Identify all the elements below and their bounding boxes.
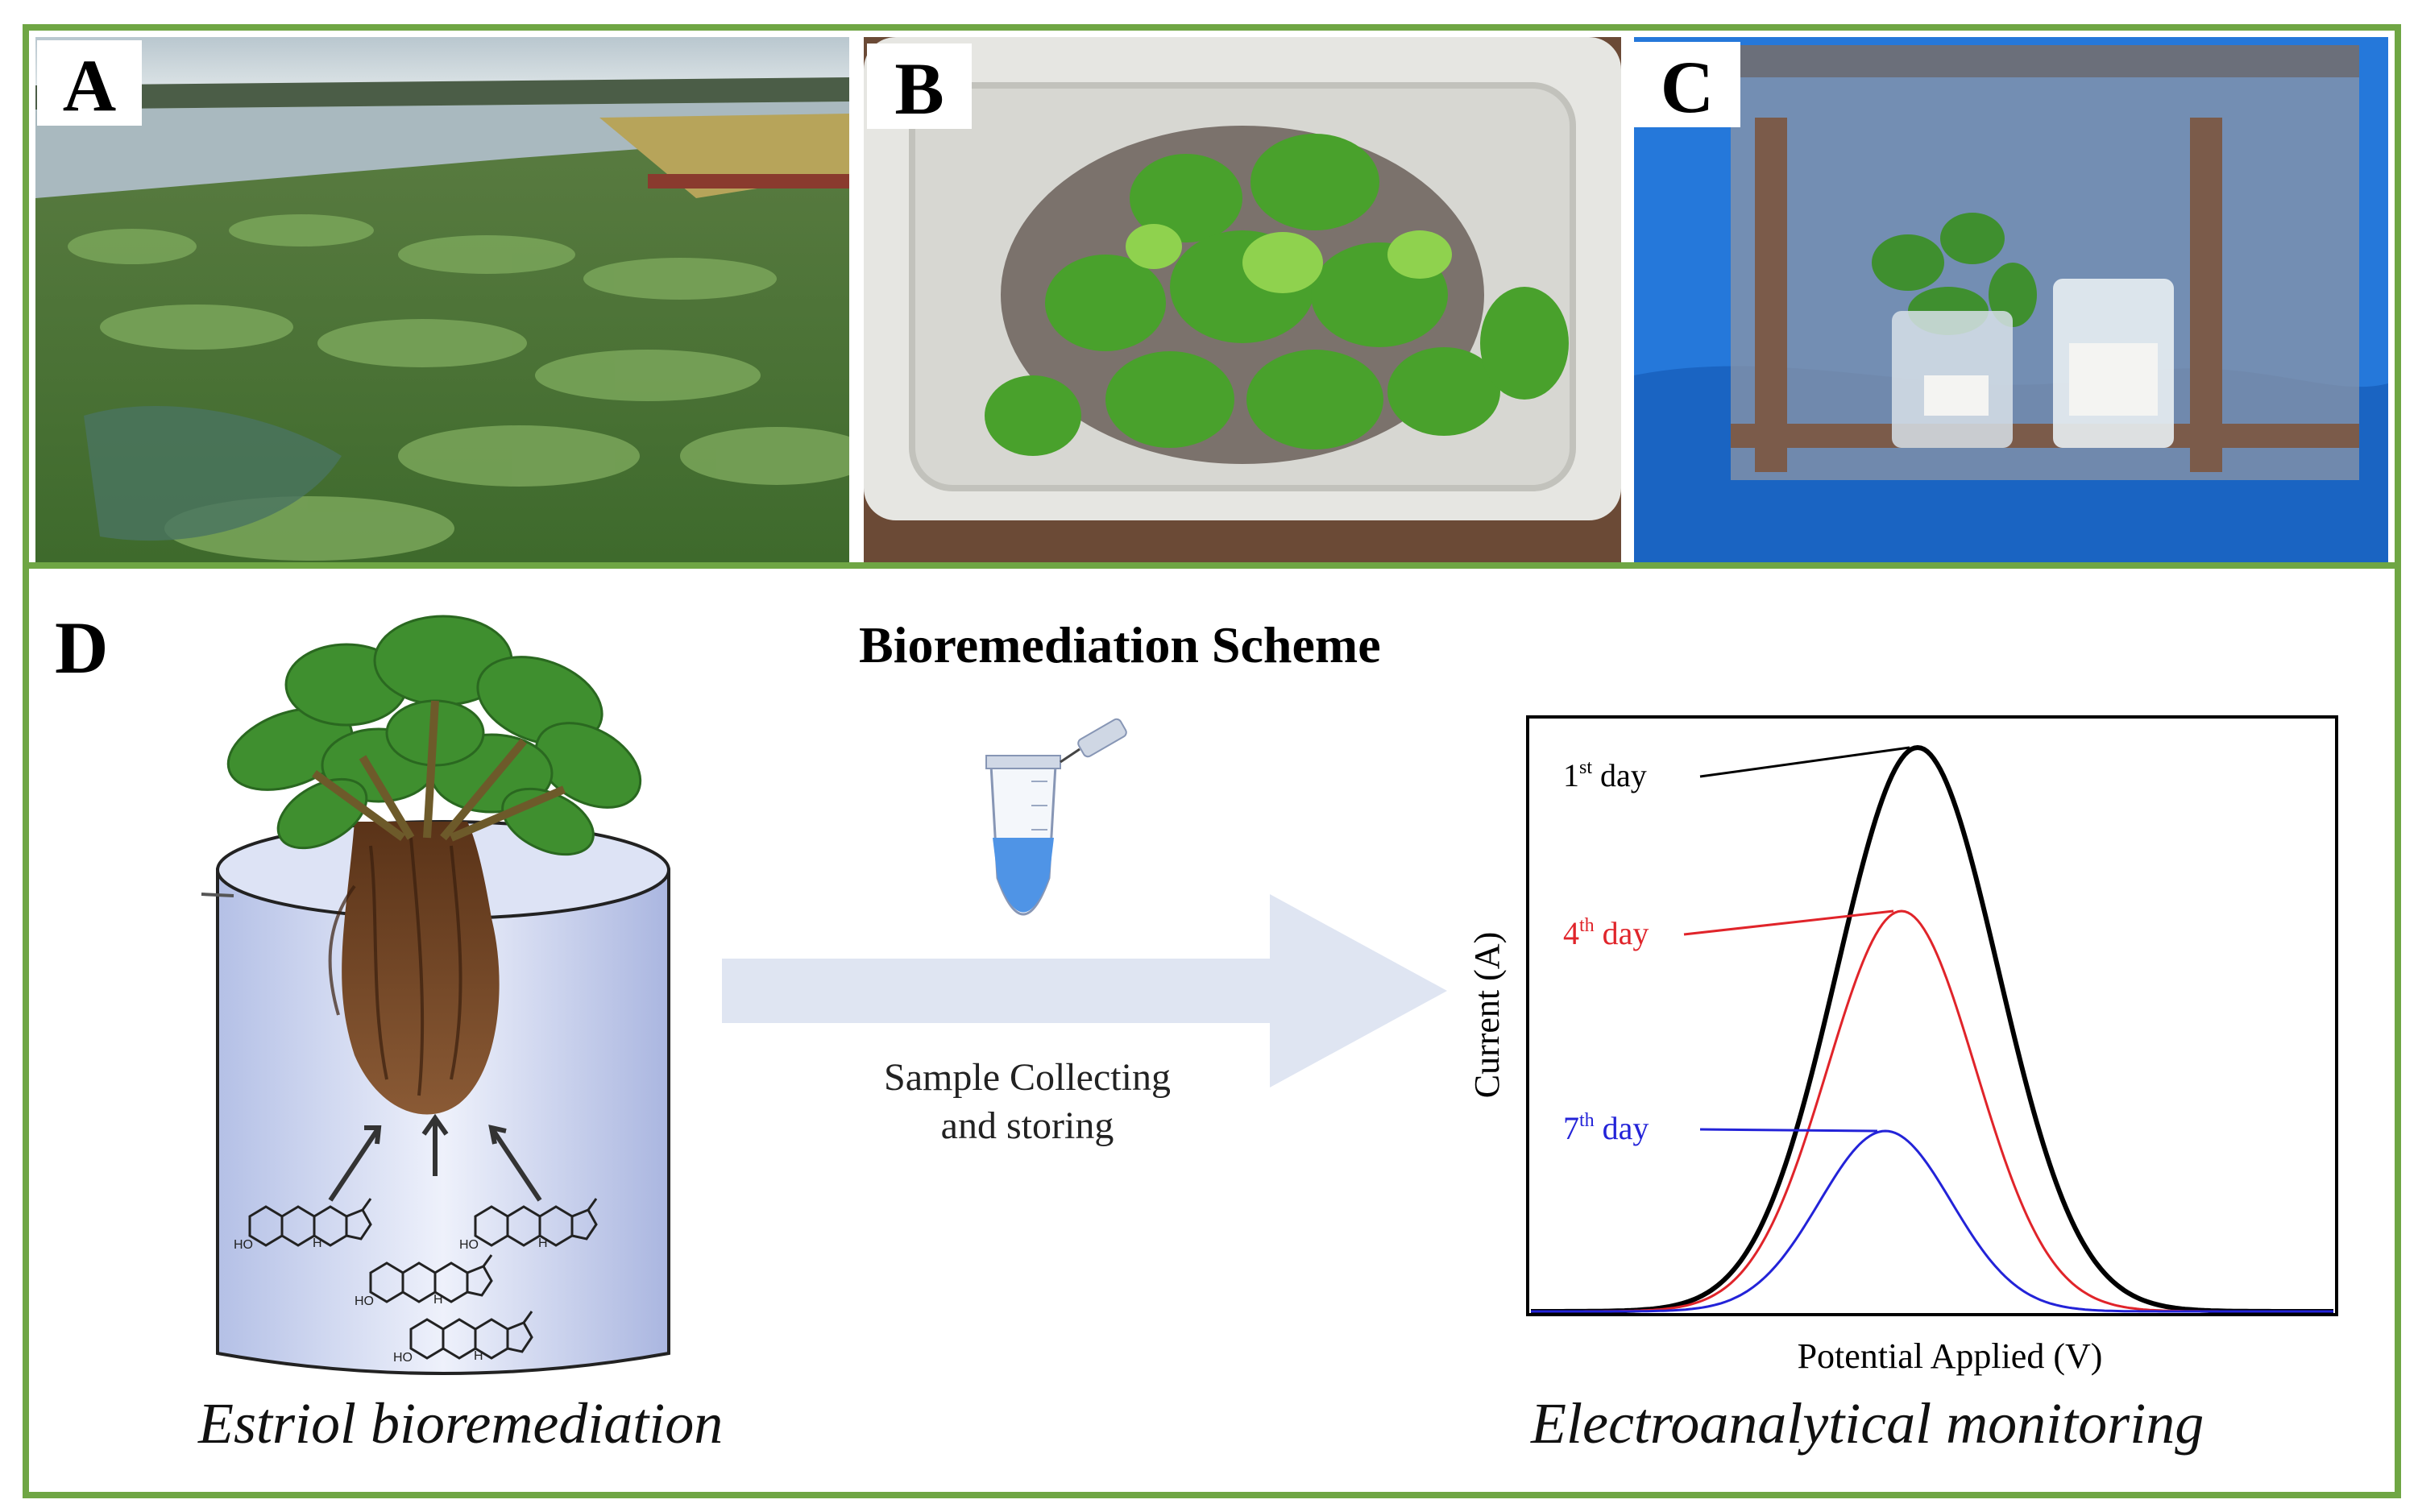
plot-frame bbox=[1526, 715, 2338, 1316]
left-caption: Estriol bioremediation bbox=[198, 1391, 724, 1456]
flow-arrow-shape bbox=[722, 894, 1447, 1087]
panel-d-frame bbox=[23, 562, 2401, 1498]
lake-hyacinth-photo bbox=[35, 37, 849, 562]
plant-leaves bbox=[226, 615, 642, 856]
series-label-2: 4th day bbox=[1563, 915, 1649, 951]
photo-panel-a: A bbox=[35, 37, 849, 562]
photo-panel-c: C bbox=[1634, 37, 2388, 562]
panel-d-label: D bbox=[55, 607, 109, 689]
plant-roots bbox=[328, 822, 500, 1115]
sample-tube bbox=[975, 717, 1136, 951]
molecule-ho-3: HO bbox=[459, 1238, 479, 1252]
series-leader-3 bbox=[1699, 1128, 1878, 1133]
arrow-label: Sample Collecting and storing bbox=[846, 1054, 1209, 1150]
flow-arrow bbox=[722, 886, 1463, 1096]
arrow-label-line2: and storing bbox=[940, 1104, 1114, 1147]
series-leader-1 bbox=[1699, 746, 1910, 778]
plant-in-box-photo bbox=[864, 37, 1621, 562]
molecule-ho-1: HO bbox=[234, 1238, 253, 1252]
panel-c-label: C bbox=[1634, 42, 1740, 127]
molecule-ho-4: HO bbox=[393, 1351, 413, 1365]
uptake-arrows bbox=[328, 1113, 542, 1202]
scheme-title: Bioremediation Scheme bbox=[859, 616, 1381, 673]
molecule-h-3: H bbox=[538, 1237, 548, 1250]
panel-b-label: B bbox=[867, 43, 972, 129]
chart-svg: Current (A) Potential Applied (V) 1st da… bbox=[1467, 715, 2338, 1376]
series-line-3 bbox=[1531, 1129, 2333, 1313]
molecule-ho-2: HO bbox=[355, 1295, 374, 1308]
y-axis-label: Current (A) bbox=[1467, 932, 1507, 1099]
series-label-3: 7th day bbox=[1563, 1110, 1649, 1146]
steroid-molecules bbox=[248, 1198, 598, 1360]
molecule-h-1: H bbox=[313, 1237, 322, 1250]
series-leader-2 bbox=[1683, 909, 1894, 936]
bioremediation-figure: HO HO HO HO H H H H bbox=[185, 580, 701, 1386]
x-axis-label: Potential Applied (V) bbox=[1798, 1336, 2103, 1376]
arrow-label-line1: Sample Collecting bbox=[884, 1056, 1171, 1099]
molecule-h-2: H bbox=[433, 1293, 443, 1307]
right-caption: Electroanalytical monitoring bbox=[1531, 1391, 2204, 1456]
series-label-1: 1st day bbox=[1563, 757, 1647, 793]
molecule-h-4: H bbox=[474, 1349, 483, 1363]
photo-panel-b: B bbox=[864, 37, 1621, 562]
panel-a-label: A bbox=[37, 40, 142, 126]
cage-beakers-photo bbox=[1634, 37, 2388, 562]
voltammogram-chart: Current (A) Potential Applied (V) 1st da… bbox=[1466, 709, 2369, 1402]
